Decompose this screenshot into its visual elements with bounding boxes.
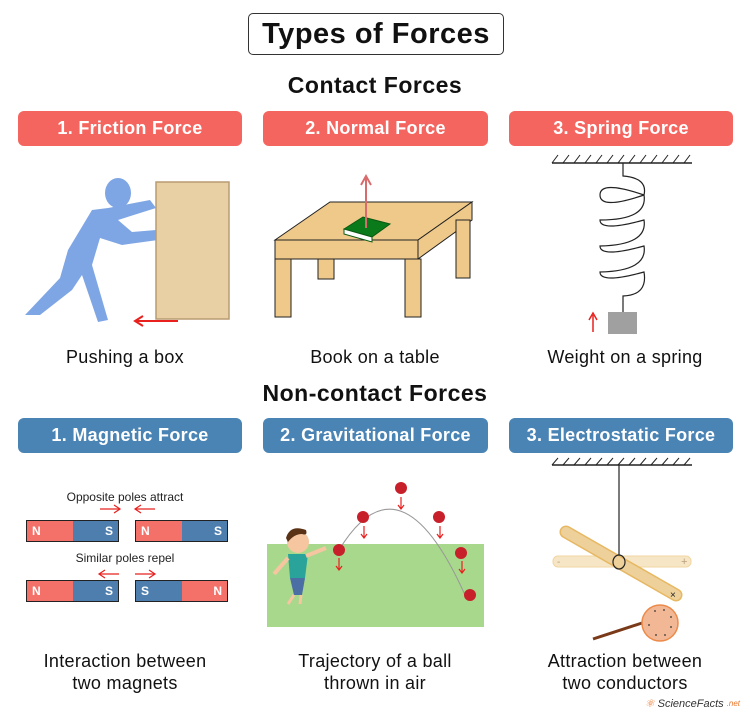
magnet-2: N S	[135, 520, 228, 542]
normal-caption: Book on a table	[310, 347, 440, 367]
magnet-4: S N	[135, 580, 228, 602]
repel-arrows-icon	[97, 569, 157, 579]
spring-caption: Weight on a spring	[547, 347, 703, 367]
sciencefacts-logo: ⚛ ScienceFacts.net	[644, 697, 740, 711]
spring-force-label: 3. Spring Force	[509, 111, 733, 146]
svg-text:×: ×	[670, 590, 676, 601]
gravitational-caption-line1: Trajectory of a ball	[298, 651, 452, 671]
friction-force-label: 1. Friction Force	[18, 111, 242, 146]
north-pole: N	[27, 521, 73, 541]
repel-label: Similar poles repel	[75, 551, 175, 565]
attract-arrows-icon	[100, 504, 155, 514]
atom-icon: ⚛	[644, 698, 655, 710]
south-pole: S	[72, 521, 118, 541]
person-pushing-box-illustration	[25, 178, 230, 327]
noncontact-forces-heading: Non-contact Forces	[262, 380, 488, 406]
magnetic-caption: Interaction between two magnets	[0, 650, 250, 694]
electrostatic-caption: Attraction between two conductors	[500, 650, 750, 694]
page-title: Types of Forces	[248, 13, 504, 55]
north-pole: N	[27, 581, 73, 601]
south-pole: S	[72, 581, 118, 601]
south-pole: S	[181, 521, 227, 541]
gravitational-caption: Trajectory of a ball thrown in air	[250, 650, 500, 694]
plus-sign: +	[681, 556, 687, 568]
gravitational-caption-line2: thrown in air	[324, 673, 426, 693]
contact-forces-heading: Contact Forces	[287, 72, 463, 98]
electrostatic-caption-line1: Attraction between	[547, 651, 703, 671]
normal-force-label: 2. Normal Force	[263, 111, 488, 146]
south-pole: S	[136, 581, 182, 601]
attract-label: Opposite poles attract	[66, 490, 184, 504]
minus-sign: -	[557, 557, 560, 568]
magnetic-force-label: 1. Magnetic Force	[18, 418, 242, 453]
magnet-1: N S	[26, 520, 119, 542]
magnet-3: N S	[26, 580, 119, 602]
ball-trajectory-illustration	[267, 482, 484, 627]
spring-weight-illustration	[551, 154, 692, 334]
electrostatic-conductors-illustration: - + ×	[551, 457, 692, 642]
book-on-table-illustration	[273, 173, 474, 318]
electrostatic-force-label: 3. Electrostatic Force	[509, 418, 733, 453]
electrostatic-caption-line2: two conductors	[562, 673, 688, 693]
north-pole: N	[136, 521, 182, 541]
gravitational-force-label: 2. Gravitational Force	[263, 418, 488, 453]
north-pole: N	[181, 581, 227, 601]
magnetic-caption-line2: two magnets	[72, 673, 178, 693]
magnetic-caption-line1: Interaction between	[43, 651, 207, 671]
friction-caption: Pushing a box	[66, 347, 184, 367]
boy-icon	[272, 528, 327, 605]
